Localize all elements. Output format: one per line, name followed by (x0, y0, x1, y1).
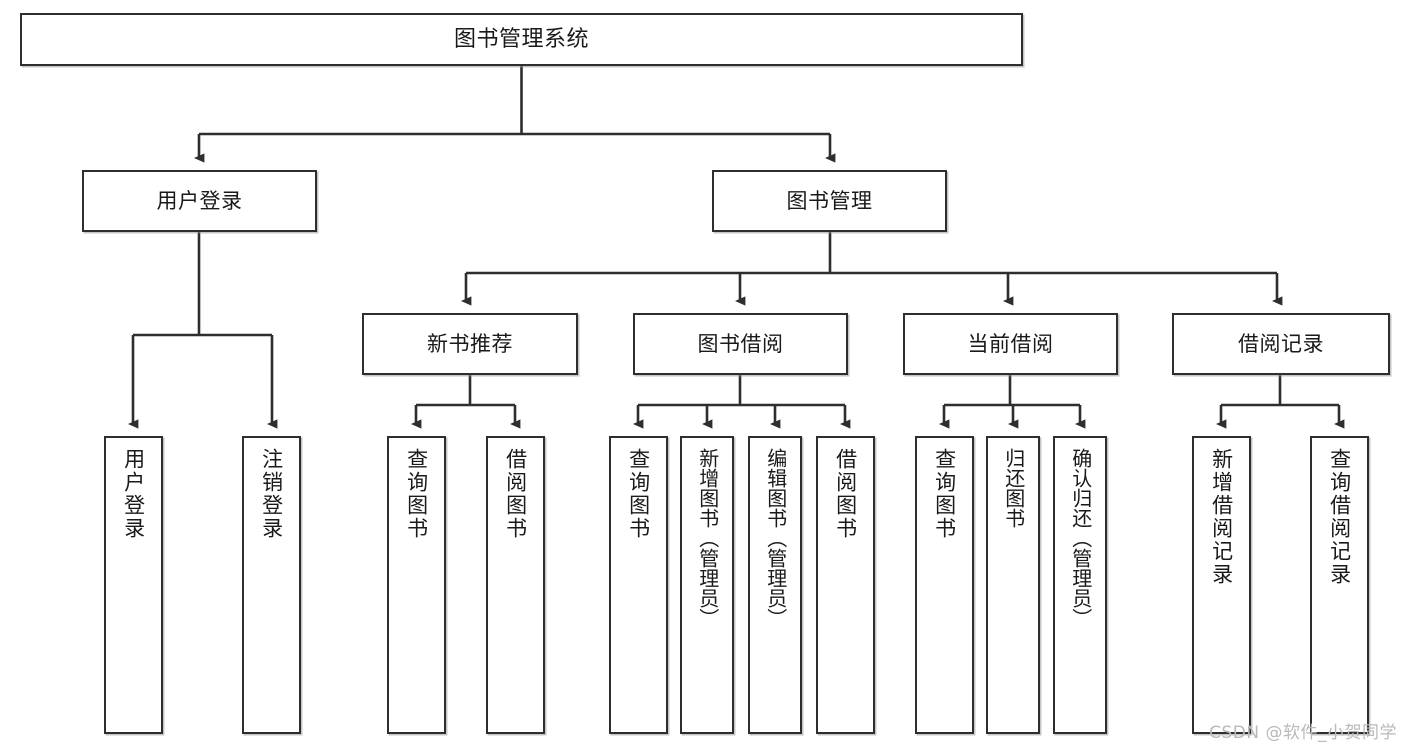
node-root-system[interactable]: 图书管理系统 (20, 13, 1023, 66)
leaf-query-book-borrow[interactable]: 查询图书 (609, 436, 668, 734)
node-borrow-record[interactable]: 借阅记录 (1172, 313, 1390, 375)
node-label: 查询图书 (932, 448, 957, 540)
leaf-query-book-recommend[interactable]: 查询图书 (387, 436, 446, 734)
leaf-edit-book-admin[interactable]: 编辑图书（管理员） (748, 436, 802, 734)
node-label: 确认归还（管理员） (1068, 448, 1093, 628)
node-label: 图书管理系统 (453, 26, 589, 52)
node-label: 借阅图书 (503, 448, 528, 540)
node-label: 借阅图书 (833, 448, 858, 540)
leaf-user-login[interactable]: 用户登录 (104, 436, 163, 734)
node-label: 用户登录 (121, 448, 146, 540)
leaf-query-borrow-record[interactable]: 查询借阅记录 (1310, 436, 1369, 734)
node-new-book-recommend[interactable]: 新书推荐 (362, 313, 578, 375)
node-label: 用户登录 (156, 188, 243, 213)
node-label: 借阅记录 (1238, 331, 1324, 356)
node-label: 新增借阅记录 (1209, 448, 1234, 586)
node-label: 注销登录 (259, 448, 284, 540)
node-label: 归还图书 (1001, 448, 1026, 528)
csdn-watermark: CSDN @软件_小贺同学 (1209, 723, 1397, 743)
leaf-borrow-book-recommend[interactable]: 借阅图书 (486, 436, 545, 734)
leaf-query-book-current[interactable]: 查询图书 (915, 436, 974, 734)
leaf-borrow-book[interactable]: 借阅图书 (816, 436, 875, 734)
node-book-management[interactable]: 图书管理 (712, 170, 947, 232)
node-label: 查询图书 (626, 448, 651, 540)
leaf-add-book-admin[interactable]: 新增图书（管理员） (680, 436, 734, 734)
node-label: 查询图书 (404, 448, 429, 540)
node-user-login[interactable]: 用户登录 (82, 170, 317, 232)
leaf-return-book[interactable]: 归还图书 (986, 436, 1040, 734)
node-current-borrow[interactable]: 当前借阅 (903, 313, 1118, 375)
leaf-logout-login[interactable]: 注销登录 (242, 436, 301, 734)
node-label: 当前借阅 (967, 331, 1054, 356)
node-label: 图书借阅 (697, 331, 784, 356)
node-label: 新增图书（管理员） (695, 448, 720, 628)
leaf-add-borrow-record[interactable]: 新增借阅记录 (1192, 436, 1251, 734)
leaf-confirm-return-admin[interactable]: 确认归还（管理员） (1053, 436, 1107, 734)
node-book-borrow[interactable]: 图书借阅 (633, 313, 848, 375)
node-label: 编辑图书（管理员） (763, 448, 788, 628)
node-label: 图书管理 (786, 188, 873, 213)
node-label: 查询借阅记录 (1327, 448, 1352, 586)
node-label: 新书推荐 (427, 331, 513, 356)
